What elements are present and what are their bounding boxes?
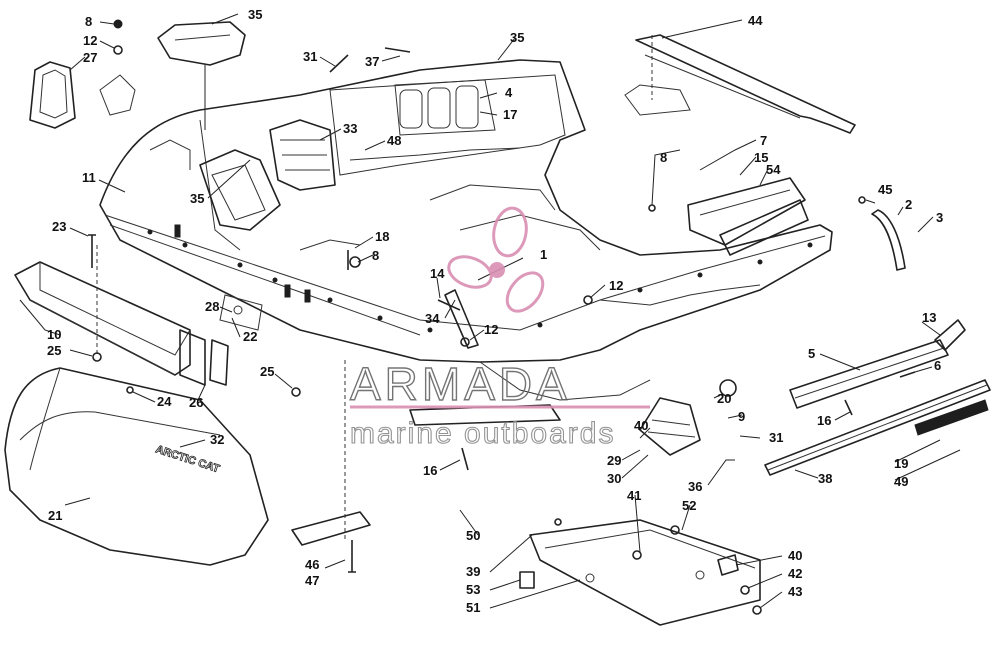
- intake-boot: [199, 119, 336, 231]
- callout-29: 29: [607, 453, 621, 468]
- callout-1: 1: [540, 247, 547, 262]
- watermark-tagline: marine outboards: [350, 417, 615, 450]
- callout-47: 47: [305, 573, 319, 588]
- callout-9: 9: [738, 409, 745, 424]
- callout-17: 17: [503, 107, 517, 122]
- callout-54: 54: [766, 162, 781, 177]
- callout-46: 46: [305, 557, 319, 572]
- flap: [29, 61, 136, 129]
- callout-7: 7: [760, 133, 767, 148]
- lower-valance: [519, 519, 761, 626]
- callout-42: 42: [788, 566, 802, 581]
- callout-28: 28: [205, 299, 219, 314]
- callout-27: 27: [83, 50, 97, 65]
- callout-18: 18: [375, 229, 389, 244]
- top-cover: [157, 21, 246, 130]
- callout-12: 12: [484, 322, 498, 337]
- callout-10: 10: [47, 327, 61, 342]
- callout-35: 35: [190, 191, 204, 206]
- hardware: [88, 19, 916, 615]
- chassis-front: [99, 59, 833, 401]
- callout-21: 21: [48, 508, 62, 523]
- propeller-logo: [447, 206, 545, 313]
- nose-cone: ARCTIC CAT: [4, 367, 269, 566]
- callout-34: 34: [425, 311, 440, 326]
- callout-48: 48: [387, 133, 401, 148]
- callout-44: 44: [748, 13, 763, 28]
- callout-31: 31: [303, 49, 317, 64]
- callout-11: 11: [82, 170, 96, 185]
- callout-40: 40: [788, 548, 802, 563]
- decal-text: ARCTIC CAT: [154, 443, 221, 475]
- callout-19: 19: [894, 456, 908, 471]
- callout-41: 41: [627, 488, 641, 503]
- callout-36: 36: [688, 479, 702, 494]
- watermark: ARMADA marine outboards: [349, 206, 650, 451]
- callout-39: 39: [466, 564, 480, 579]
- callout-24: 24: [157, 394, 172, 409]
- callout-8: 8: [660, 150, 667, 165]
- callout-12: 12: [83, 33, 97, 48]
- callout-25: 25: [260, 364, 274, 379]
- front-bumper: [14, 245, 229, 386]
- side-bracket: [687, 177, 809, 256]
- callout-4: 4: [505, 85, 513, 100]
- callout-15: 15: [754, 150, 768, 165]
- callout-23: 23: [52, 219, 66, 234]
- decal: ARCTIC CAT: [154, 443, 222, 476]
- latch: [934, 319, 966, 351]
- callout-53: 53: [466, 582, 480, 597]
- callout-22: 22: [243, 329, 257, 344]
- callout-35: 35: [248, 7, 262, 22]
- hinge: [871, 209, 906, 271]
- callout-8: 8: [372, 248, 379, 263]
- callout-31: 31: [769, 430, 783, 445]
- callout-37: 37: [365, 54, 379, 69]
- callout-16: 16: [817, 413, 831, 428]
- callout-2: 2: [905, 197, 912, 212]
- upper-bracket: [624, 34, 856, 134]
- leader-lines: [19, 13, 961, 609]
- callout-32: 32: [210, 432, 224, 447]
- callout-38: 38: [818, 471, 832, 486]
- callout-49: 49: [894, 474, 908, 489]
- callout-25: 25: [47, 343, 61, 358]
- callout-3: 3: [936, 210, 943, 225]
- watermark-brand: ARMADA: [350, 358, 571, 410]
- callout-16: 16: [423, 463, 437, 478]
- callout-13: 13: [922, 310, 936, 325]
- rail: [764, 339, 991, 476]
- callout-labels: 35 8 12 27 44 35 31 37 4 17 33 48 7 8 15…: [47, 7, 943, 615]
- callout-14: 14: [430, 266, 445, 281]
- callout-12: 12: [609, 278, 623, 293]
- skid-plate: [291, 360, 371, 546]
- callout-40: 40: [634, 418, 648, 433]
- callout-6: 6: [934, 358, 941, 373]
- callout-45: 45: [878, 182, 892, 197]
- callout-50: 50: [466, 528, 480, 543]
- callout-52: 52: [682, 498, 696, 513]
- callout-20: 20: [717, 391, 731, 406]
- duct: [639, 379, 737, 456]
- callout-8: 8: [85, 14, 92, 29]
- callout-51: 51: [466, 600, 480, 615]
- callout-33: 33: [343, 121, 357, 136]
- callout-30: 30: [607, 471, 621, 486]
- callout-35: 35: [510, 30, 524, 45]
- callout-43: 43: [788, 584, 802, 599]
- callout-26: 26: [189, 395, 203, 410]
- callout-5: 5: [808, 346, 815, 361]
